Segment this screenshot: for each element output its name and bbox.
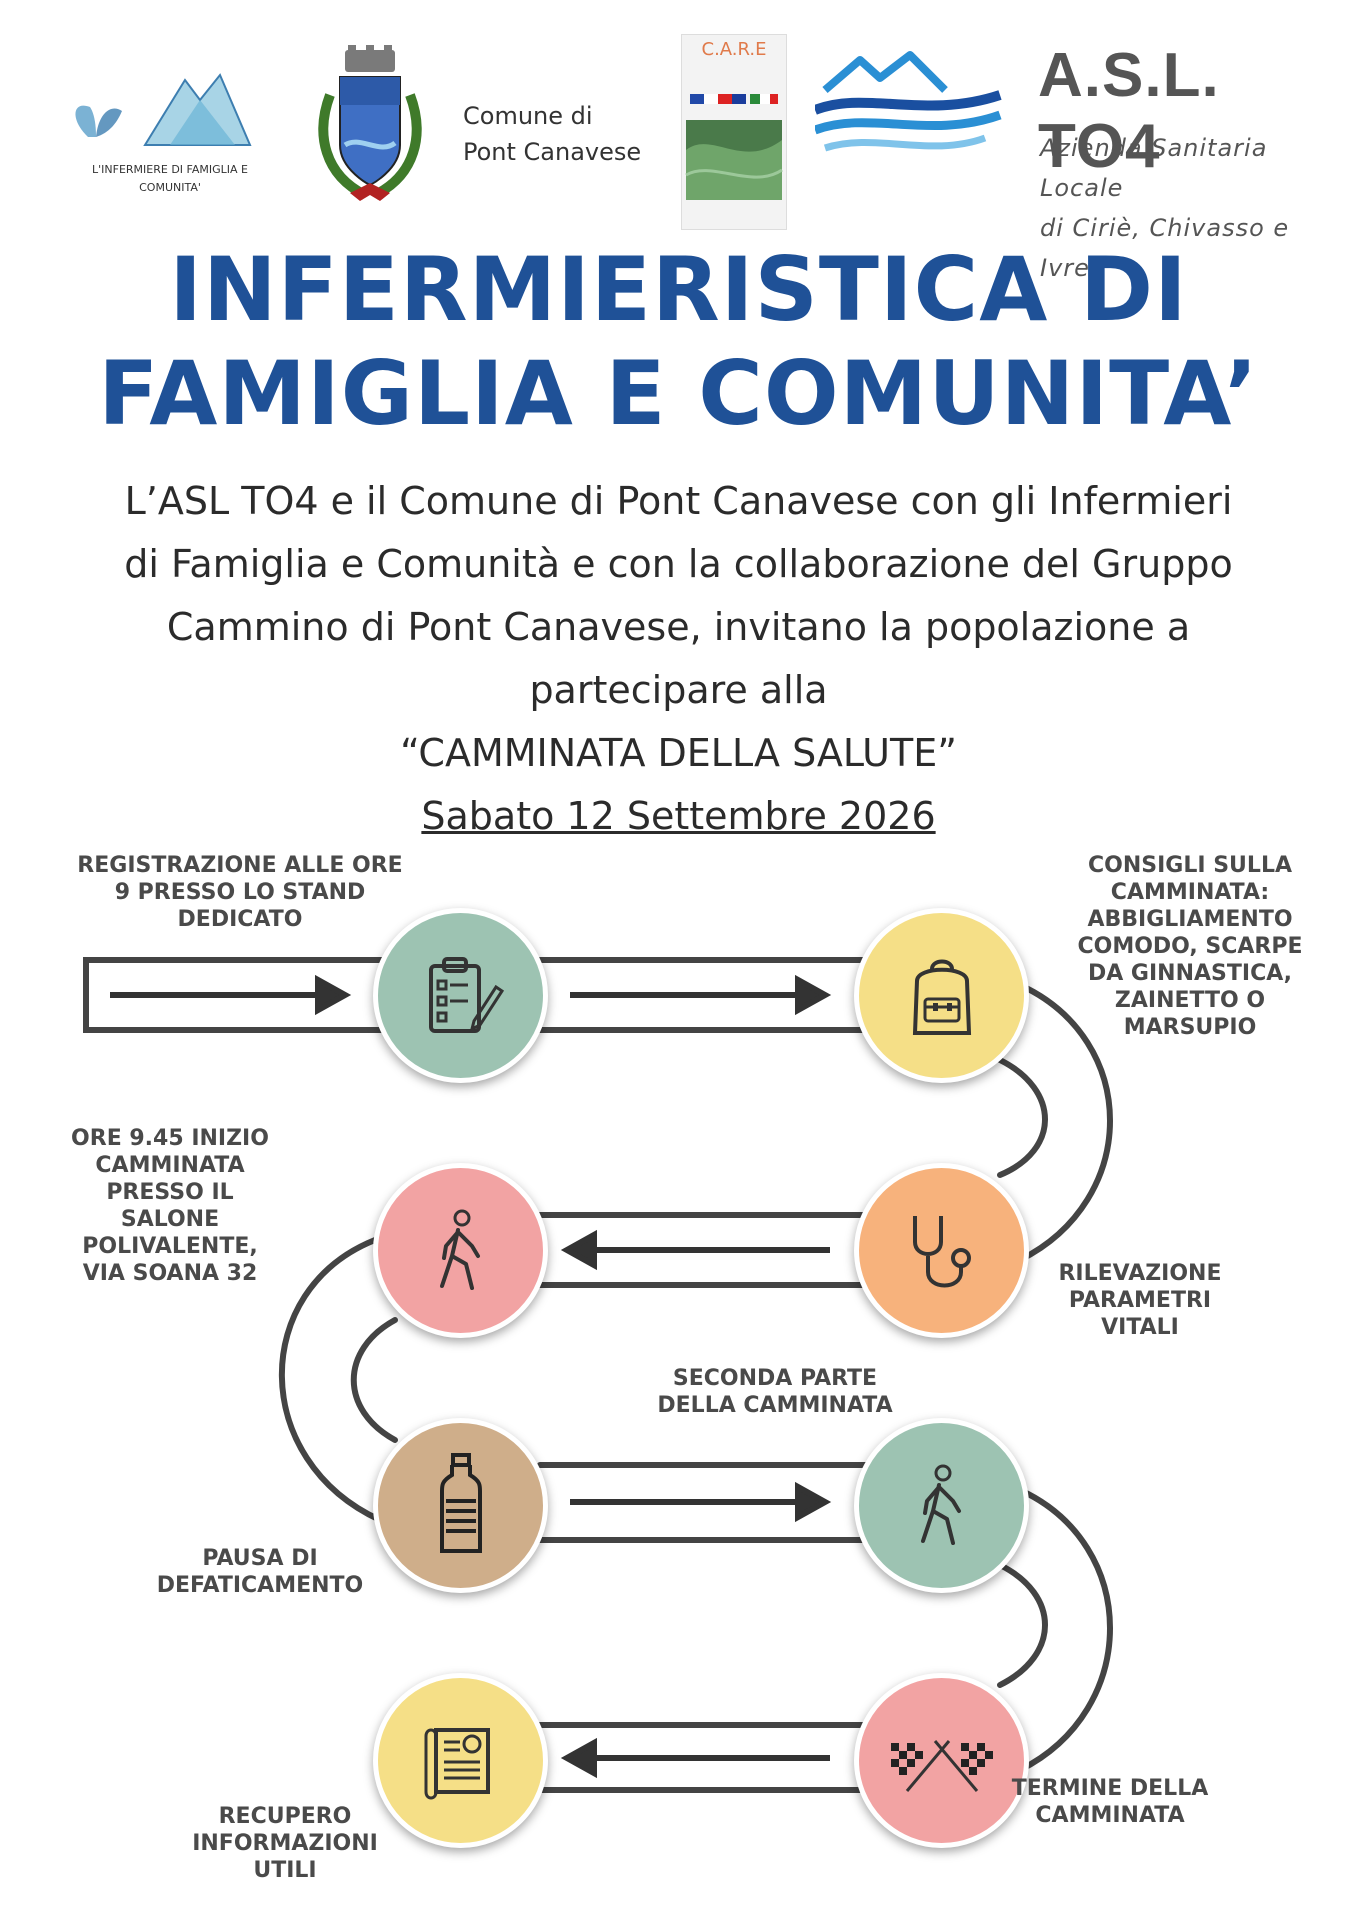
care-logo-text: C.A.R.E [701, 39, 767, 60]
step-start-circle [373, 1163, 548, 1338]
backpack-icon [912, 959, 971, 1035]
step-end-circle [854, 1673, 1029, 1848]
arrow-row2-head [560, 1229, 597, 1271]
intro-line2: di Famiglia e Comunità e con la collabor… [124, 542, 1233, 586]
event-name: “CAMMINATA DELLA SALUTE” [400, 731, 957, 775]
step-registration-circle [373, 908, 548, 1083]
intro-text: L’ASL TO4 e il Comune di Pont Canavese c… [0, 470, 1357, 848]
care-logo: C.A.R.E [681, 34, 787, 230]
comune-line1: Comune di [463, 102, 593, 130]
intro-line3: Cammino di Pont Canavese, invitano la po… [166, 605, 1191, 649]
intro-line4: partecipare alla [529, 668, 828, 712]
walking-person-icon [439, 1209, 480, 1290]
page-title: INFERMIERISTICA DI FAMIGLIA E COMUNITA’ [0, 238, 1357, 446]
curve-right-1-outer [1017, 982, 1113, 1263]
step-end-label: TERMINE DELLA CAMMINATA [1011, 1776, 1209, 1828]
step-pause-circle [373, 1418, 548, 1593]
arrow-row3-head [795, 1481, 832, 1523]
step-vitals-circle [854, 1163, 1029, 1338]
step-advice-circle [854, 908, 1029, 1083]
comune-line2: Pont Canavese [463, 138, 642, 166]
step-registration-label: REGISTRAZIONE ALLE ORE 9 PRESSO LO STAND… [77, 853, 403, 932]
step-second-label: SECONDA PARTE DELLA CAMMINATA [657, 1366, 893, 1418]
ifec-logo: L'INFERMIERE DI FAMIGLIA E COMUNITA' [50, 45, 290, 195]
arrow-row1-a-head [315, 974, 352, 1016]
butterfly-mountain-icon [75, 73, 252, 146]
mountain-wave-icon [813, 51, 1002, 152]
comune-crest [310, 45, 430, 205]
stethoscope-icon [912, 1215, 971, 1287]
coat-of-arms-icon [318, 45, 422, 201]
asl-subtitle: Azienda Sanitaria Locale di Ciriè, Chiva… [1040, 128, 1357, 288]
asl-sub-line2: di Ciriè, Chivasso e Ivrea [1040, 214, 1290, 282]
arrow-row4-head [560, 1737, 597, 1779]
arrow-row1-b-head [795, 974, 832, 1016]
clipboard-icon [428, 956, 504, 1033]
title-line2: FAMIGLIA E COMUNITA’ [98, 342, 1259, 445]
ifec-logo-text: L'INFERMIERE DI FAMIGLIA E COMUNITA' [92, 163, 248, 194]
step-info-label: RECUPERO INFORMAZIONI UTILI [192, 1804, 378, 1883]
step-pause-label: PAUSA DI DEFATICAMENTO [156, 1546, 364, 1598]
event-date: Sabato 12 Settembre 2026 [421, 794, 936, 838]
water-bottle-icon [439, 1452, 482, 1553]
step-start-label: ORE 9.45 INIZIO CAMMINATA PRESSO IL SALO… [71, 1126, 269, 1286]
asl-wave-logo [813, 50, 1005, 160]
step-second-circle [854, 1418, 1029, 1593]
intro-line1: L’ASL TO4 e il Comune di Pont Canavese c… [124, 479, 1233, 523]
curve-right-1-inner [997, 1057, 1048, 1178]
curve-right-2-outer [1017, 1487, 1113, 1773]
asl-title: A.S.L. TO4 [1038, 41, 1220, 181]
step-advice-label: CONSIGLI SULLA CAMMINATA: ABBIGLIAMENTO … [1077, 853, 1303, 1040]
document-scroll-icon [424, 1727, 490, 1799]
title-line1: INFERMIERISTICA DI [169, 238, 1188, 341]
comune-name: Comune di Pont Canavese [463, 98, 641, 170]
step-vitals-label: RILEVAZIONE PARAMETRI VITALI [1058, 1261, 1222, 1340]
walking-person-icon [920, 1464, 961, 1545]
curve-left-1-inner [350, 1317, 398, 1443]
curve-right-2-inner [997, 1562, 1048, 1688]
step-info-circle [373, 1673, 548, 1848]
care-flags-landscape-icon [685, 94, 783, 200]
curve-left-1-outer [278, 1237, 383, 1523]
asl-sub-line1: Azienda Sanitaria Locale [1040, 134, 1268, 202]
checkered-flags-icon [890, 1739, 993, 1792]
